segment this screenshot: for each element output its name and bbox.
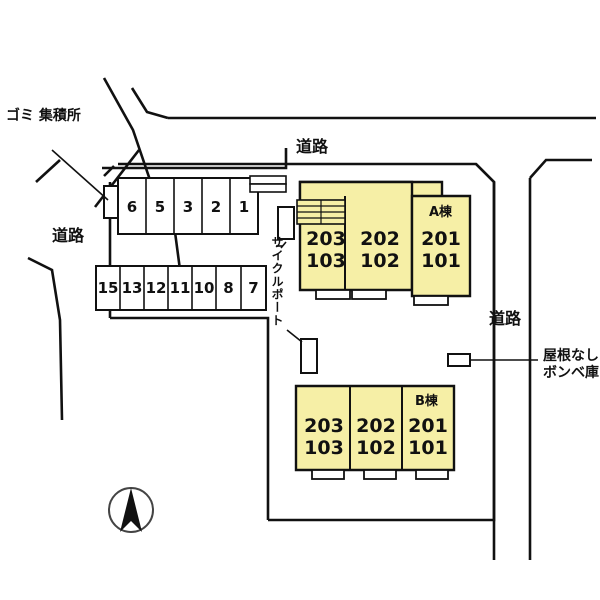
unit-a-102: 102 (360, 250, 400, 272)
building-b-step-3 (415, 469, 449, 480)
road-label-right: 道路 (489, 309, 522, 328)
unit-b-203: 203 (304, 415, 344, 437)
unit-b-202: 202 (356, 415, 396, 437)
parking-row-top (103, 175, 287, 235)
unit-a-202: 202 (360, 228, 400, 250)
building-b-name: B棟 (415, 394, 438, 409)
cycle-port-structures (276, 206, 318, 374)
narrow-strip-b (249, 183, 287, 193)
parking-stall-13: 13 (121, 279, 143, 297)
parking-stall-6: 6 (126, 198, 138, 216)
road-label-left: 道路 (52, 226, 85, 245)
bombe-label: 屋根なし ボンベ庫 (543, 348, 599, 381)
parking-stall-2: 2 (210, 198, 222, 216)
building-b-step-1 (311, 469, 345, 480)
unit-b-102: 102 (356, 437, 396, 459)
parking-stall-12: 12 (145, 279, 167, 297)
building-a-name: A棟 (429, 205, 453, 220)
parking-stall-11: 11 (169, 279, 191, 297)
building-a-step-3 (413, 295, 449, 306)
building-a-shape (296, 180, 472, 306)
gate-box-top (103, 185, 119, 219)
parking-stall-5: 5 (154, 198, 166, 216)
unit-a-101: 101 (421, 250, 461, 272)
building-a-step-2 (351, 289, 387, 300)
parking-stall-3: 3 (182, 198, 194, 216)
cycle-port-lower (300, 338, 318, 374)
parking-stall-10: 10 (193, 279, 215, 297)
parking-stall-15: 15 (97, 279, 119, 297)
unit-b-101: 101 (408, 437, 448, 459)
unit-b-201: 201 (408, 415, 448, 437)
parking-stall-1: 1 (238, 198, 250, 216)
bombe-store (447, 353, 538, 367)
unit-b-103: 103 (304, 437, 344, 459)
narrow-strip-a (249, 175, 287, 185)
gomi-label: ゴミ 集積所 (6, 108, 81, 124)
parking-row-bottom (95, 265, 267, 311)
building-b-step-2 (363, 469, 397, 480)
cycle-port-upper (277, 206, 295, 240)
building-a-step-1 (315, 289, 351, 300)
parking-stall-7: 7 (248, 279, 259, 297)
parking-stall-8: 8 (223, 279, 234, 297)
north-arrow-icon (108, 487, 154, 533)
unit-a-203: 203 (306, 228, 346, 250)
unit-a-103: 103 (306, 250, 346, 272)
right-road-corridor (475, 158, 592, 560)
cycle-port-label: サイクルポート (270, 236, 284, 327)
building-b-shape (294, 384, 456, 480)
gomi-leader-line (51, 149, 109, 201)
road-label-top: 道路 (296, 137, 329, 156)
building-a-stairs (296, 199, 346, 225)
unit-a-201: 201 (421, 228, 461, 250)
